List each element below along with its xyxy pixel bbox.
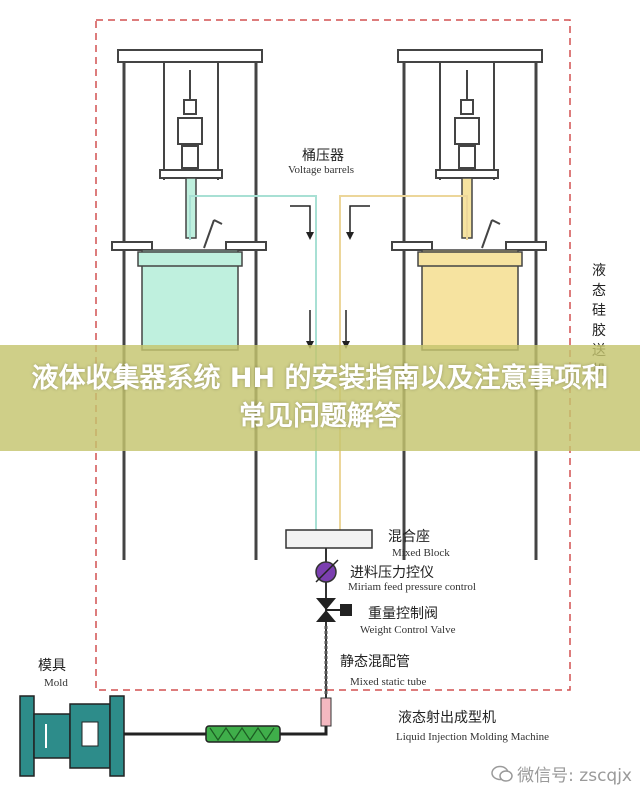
static-mixer-tube: [320, 626, 332, 727]
feeder-label-char-3: 硅: [592, 303, 606, 319]
injection-line: [120, 726, 328, 736]
barrel-label-cn: 桶压器: [302, 148, 344, 164]
feeder-label-char-4: 胶: [592, 322, 606, 339]
feed-pressure-control-icon: [315, 559, 339, 583]
pressure-label-cn: 进料压力控仪: [350, 565, 434, 581]
title-banner: 液体收集器系统 HH 的安装指南以及注意事项和常见问题解答: [0, 345, 640, 451]
machine-label-cn: 液态射出成型机: [398, 710, 496, 726]
mold-label-en: Mold: [44, 677, 68, 689]
weight-label-en: Weight Control Valve: [360, 624, 456, 636]
mixblock-label-cn: 混合座: [388, 529, 430, 545]
mixed-block: [285, 529, 373, 549]
mold-assembly: [19, 695, 125, 777]
feeder-label-char-2: 态: [592, 283, 606, 299]
weight-label-cn: 重量控制阀: [368, 606, 438, 622]
injection-screw-unit: [205, 725, 281, 743]
feeder-label-char-1: 液: [592, 263, 606, 279]
pressure-label-en: Miriam feed pressure control: [348, 581, 476, 593]
mold-label-cn: 模具: [38, 658, 66, 674]
weight-control-valve-icon: [316, 598, 352, 622]
static-label-cn: 静态混配管: [340, 654, 410, 670]
wechat-watermark: 微信号: zscqjx: [491, 761, 632, 786]
right-barrel-press: [391, 49, 547, 560]
watermark-text: 微信号: zscqjx: [517, 766, 632, 786]
article-title: 液体收集器系统 HH 的安装指南以及注意事项和常见问题解答: [31, 363, 609, 432]
wechat-icon: [491, 765, 513, 782]
static-label-en: Mixed static tube: [350, 676, 426, 688]
machine-label-en: Liquid Injection Molding Machine: [396, 731, 549, 743]
mixblock-label-en: Mixed Block: [392, 547, 450, 559]
barrel-label-en: Voltage barrels: [288, 164, 354, 176]
